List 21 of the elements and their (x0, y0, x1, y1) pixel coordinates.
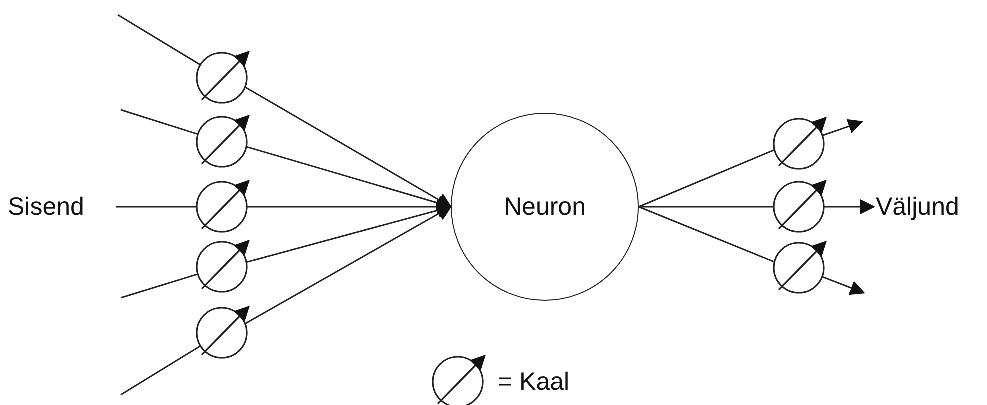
input-label: Sisend (8, 192, 84, 222)
neuron-circle (451, 113, 639, 301)
output-label: Väljund (876, 192, 960, 222)
arrow (244, 86, 452, 208)
arrow (822, 276, 866, 296)
arrow (824, 200, 876, 214)
arrow (822, 119, 864, 136)
arrow (246, 203, 452, 264)
connector-line (120, 345, 202, 396)
connector-line (120, 274, 198, 299)
connector-line (638, 206, 775, 263)
connector-line (120, 109, 198, 136)
neuron-label: Neuron (504, 192, 586, 222)
arrow (247, 200, 452, 214)
arrow (244, 206, 452, 325)
legend-text: = Kaal (498, 367, 570, 397)
connector-line (118, 14, 201, 66)
connector-line (639, 206, 774, 208)
connector-line (638, 149, 776, 208)
connector-line (116, 206, 197, 208)
arrow (246, 146, 452, 210)
